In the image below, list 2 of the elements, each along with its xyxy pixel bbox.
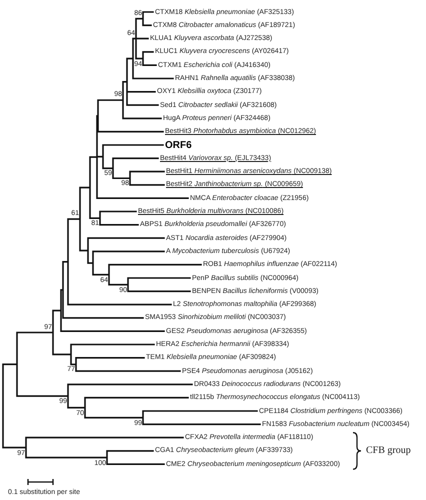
group-label: CFB group	[366, 444, 411, 457]
taxon-label: ORF6	[165, 140, 192, 150]
